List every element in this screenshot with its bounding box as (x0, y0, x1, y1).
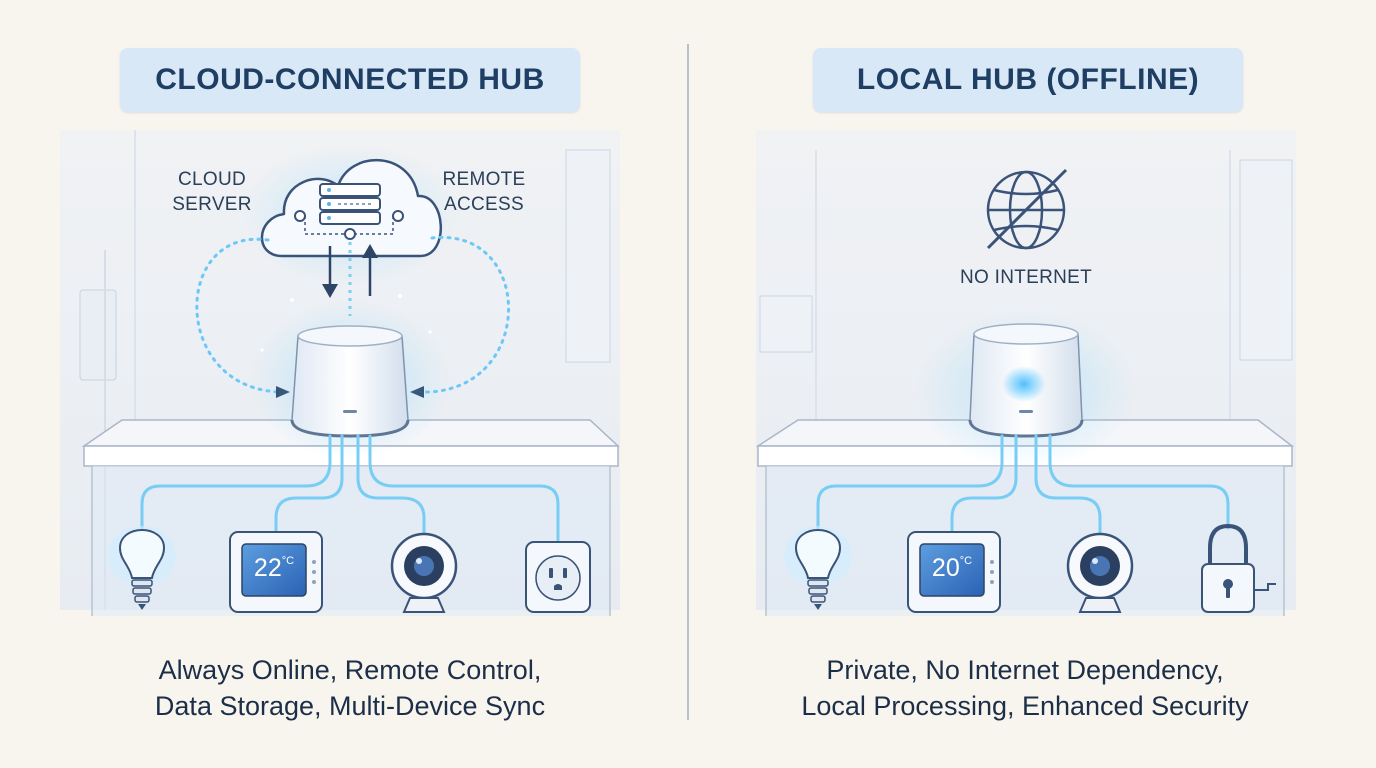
cloud-server-label: CLOUD SERVER (172, 169, 252, 215)
padlock-icon (1201, 523, 1276, 613)
right-device-cables (816, 434, 1230, 534)
cloud-hub-device (290, 325, 410, 438)
remote-connection-loops (195, 236, 510, 394)
cloud-hub-caption: Always Online, Remote Control, Data Stor… (154, 655, 546, 721)
lightbulb-icon (784, 526, 852, 610)
thermostat-icon (907, 531, 1001, 613)
local-hub-title-text: LOCAL HUB (OFFLINE) (856, 63, 1200, 96)
cloud-hub-title: CLOUD-CONNECTED HUB (120, 48, 580, 112)
security-camera-icon (1066, 532, 1134, 613)
no-internet-label: NO INTERNET (959, 267, 1093, 288)
security-camera-icon (390, 532, 458, 613)
remote-access-label: REMOTE ACCESS (442, 169, 526, 215)
left-thermostat-reading: 22°C (253, 554, 295, 582)
no-internet-globe-icon (986, 168, 1068, 250)
lightbulb-icon (108, 526, 176, 610)
cloud-server-icon (260, 158, 443, 258)
local-hub-caption: Private, No Internet Dependency, Local P… (801, 655, 1249, 721)
left-device-cables (140, 434, 560, 542)
local-hub-device (968, 323, 1084, 438)
right-thermostat-reading: 20°C (931, 554, 973, 582)
local-hub-title: LOCAL HUB (OFFLINE) (813, 48, 1243, 112)
sync-arrows (322, 242, 378, 316)
cloud-hub-title-text: CLOUD-CONNECTED HUB (155, 63, 545, 96)
smart-plug-icon (525, 541, 591, 613)
thermostat-icon (229, 531, 323, 613)
